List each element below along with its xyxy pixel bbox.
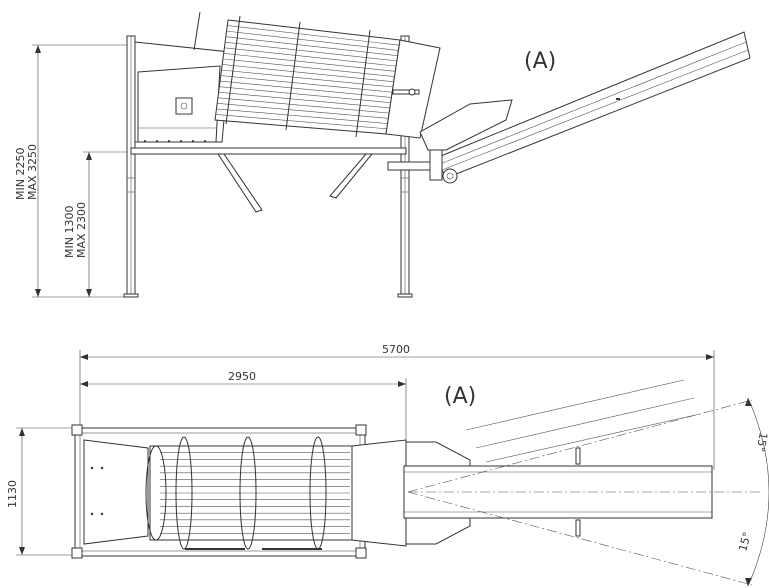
outer-height-min: MIN 2250 [14, 148, 27, 200]
outer-height-max: MAX 3250 [26, 144, 39, 200]
trommel-drum-side [214, 15, 441, 139]
overall-length-dimension: 5700 [79, 343, 715, 470]
overall-length-value: 5700 [382, 343, 410, 356]
drum-length-value: 2950 [228, 370, 256, 383]
top-view: 5700 2950 1130 [6, 343, 769, 587]
outer-height-dimension: MIN 2250 MAX 3250 [14, 44, 130, 298]
angle-down-label: 15° [736, 531, 754, 553]
main-beam [130, 147, 407, 155]
feed-hopper [134, 11, 231, 143]
outfeed-conveyor-side [387, 31, 751, 184]
inner-height-dimension: MIN 1300 MAX 2300 [63, 151, 132, 297]
diagonal-braces [217, 153, 374, 213]
trommel-drum-top [145, 436, 407, 550]
angle-up-label: 15° [754, 431, 769, 452]
inner-height-min: MIN 1300 [63, 206, 76, 258]
drum-length-dimension: 2950 [80, 370, 407, 440]
side-view: MIN 2250 MAX 3250 MIN 1300 MAX 2300 [14, 11, 751, 298]
hopper-motor-box [175, 97, 193, 115]
top-view-label-a: (A) [444, 384, 476, 409]
width-value: 1130 [6, 480, 19, 508]
swing-range: 15° 15° [407, 379, 769, 587]
hopper-top [83, 439, 149, 545]
width-dimension: 1130 [6, 427, 78, 556]
side-view-label-a: (A) [524, 49, 556, 74]
inner-height-max: MAX 2300 [75, 202, 88, 258]
